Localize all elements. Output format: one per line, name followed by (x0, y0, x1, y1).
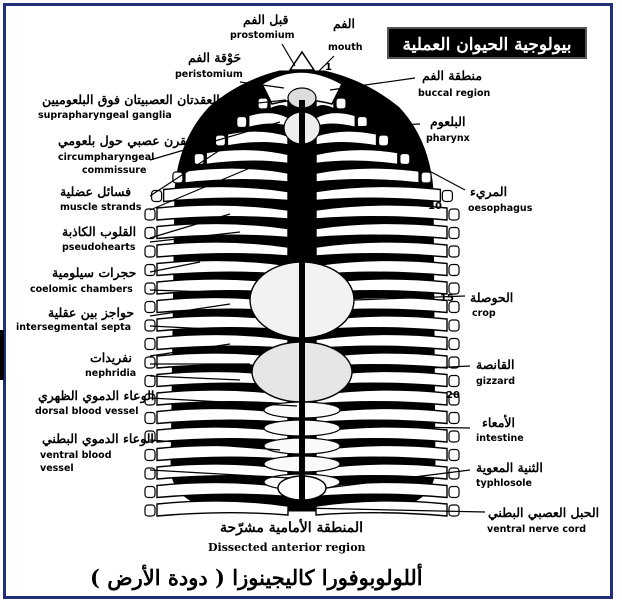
body-wall-segment (145, 357, 155, 368)
body-wall-segment (449, 246, 459, 257)
label-pharynx-en: pharynx (426, 133, 470, 144)
body-wall-segment (194, 154, 204, 165)
body-wall-segment (379, 135, 389, 146)
label-nephridia-ar: نفريدات (90, 350, 132, 365)
body-wall-segment (145, 302, 155, 313)
body-wall-segment (145, 246, 155, 257)
segment-number-15: 15 (440, 293, 454, 304)
label-dorsal-ar: الوعاء الدموي الظهري (38, 388, 154, 403)
label-circum-en1: circumpharyngeal (58, 152, 154, 163)
label-buccal-en: buccal region (418, 88, 490, 99)
label-supra-en: suprapharyngeal ganglia (38, 110, 172, 121)
label-nerve-ar: الحبل العصبي البطني (488, 505, 599, 520)
label-peristomium-en: peristomium (175, 69, 243, 80)
segment-number-1: 1 (325, 62, 332, 73)
label-pharynx-ar: البلعوم (430, 114, 465, 129)
body-wall-segment (449, 228, 459, 239)
body-wall-segment (449, 265, 459, 276)
label-coelomic-en: coelomic chambers (30, 284, 133, 295)
body-wall-segment (442, 191, 452, 202)
body-wall-segment (145, 413, 155, 424)
body-wall-segment (145, 209, 155, 220)
body-wall-segment (145, 376, 155, 387)
label-supra-ar: العقدتان العصبيتان فوق البلعوميين (42, 92, 220, 107)
body-wall-segment (258, 98, 268, 109)
label-septa-ar: حواجز بين عقلية (48, 305, 134, 320)
label-mouth-ar: الفم (333, 16, 355, 31)
segment-number-10: 10 (428, 201, 442, 212)
label-coelomic-ar: حجرات سيلومية (52, 265, 136, 280)
label-ventral-ar: الوعاء الدموي البطني (42, 431, 154, 446)
label-intestine-en: intestine (476, 433, 524, 444)
body-wall-segment (237, 117, 247, 128)
caption-arabic: المنطقة الأمامية مشرّحة (220, 520, 363, 536)
label-pseudo-en: pseudohearts (62, 242, 136, 253)
caption-english: Dissected anterior region (208, 541, 366, 554)
label-circum-en2: commissure (82, 165, 146, 176)
label-oeso-en: oesophagus (468, 203, 532, 214)
segment-number-5: 5 (389, 122, 396, 133)
label-nerve-en: ventral nerve cord (487, 524, 586, 535)
body-wall-segment (449, 339, 459, 350)
label-buccal-ar: منطقة الفم (422, 68, 482, 83)
label-gizzard-en: gizzard (476, 376, 515, 387)
label-crop-ar: الحوصلة (470, 290, 513, 305)
label-peristomium-ar: حَوْقة الفم (188, 50, 241, 65)
body-wall-segment (145, 450, 155, 461)
label-intestine-ar: الأمعاء (482, 415, 515, 430)
label-muscle-en: muscle strands (60, 202, 141, 213)
leader-line (282, 44, 295, 66)
label-prostomium-en: prostomium (230, 30, 295, 41)
body-wall-segment (336, 98, 346, 109)
caption-species-name: أللولوبوفورا كاليجينوزا ( دودة الأرض ) (90, 565, 423, 590)
label-typhlo-en: typhlosole (476, 478, 532, 489)
segment-number-20: 20 (446, 390, 460, 401)
body-wall-segment (145, 339, 155, 350)
body-wall-segment (449, 209, 459, 220)
label-ventral-en1: ventral blood (40, 450, 112, 461)
body-wall-segment (145, 265, 155, 276)
body-wall-segment (449, 450, 459, 461)
body-wall-segment (400, 154, 410, 165)
label-pseudo-ar: القلوب الكاذبة (62, 224, 136, 239)
label-dorsal-en: dorsal blood vessel (35, 406, 139, 417)
prostomium-lobe (290, 52, 314, 70)
label-circum-ar: مقرن عصبي حول بلعومي (58, 133, 193, 148)
label-mouth-en: mouth (328, 42, 363, 53)
body-wall-segment (145, 320, 155, 331)
label-gizzard-ar: القانصة (476, 357, 514, 372)
dorsal-blood-vessel (299, 100, 305, 505)
page-title: بيولوجية الحيوان العملية (387, 27, 587, 59)
body-wall-segment (449, 431, 459, 442)
body-wall-segment (449, 376, 459, 387)
body-wall-segment (449, 468, 459, 479)
label-ventral-en2: vessel (40, 463, 74, 474)
label-oeso-ar: المريء (470, 184, 507, 199)
body-wall-segment (145, 505, 155, 516)
label-prostomium-ar: قبل الفم (243, 12, 289, 27)
body-wall-segment (449, 487, 459, 498)
body-wall-segment (449, 320, 459, 331)
body-wall-segment (145, 487, 155, 498)
body-wall-segment (449, 413, 459, 424)
label-typhlo-ar: الثنية المعوية (476, 460, 543, 475)
body-wall-segment (145, 283, 155, 294)
body-wall-segment (449, 505, 459, 516)
label-nephridia-en: nephridia (85, 368, 136, 379)
body-wall-segment (421, 172, 431, 183)
label-crop-en: crop (472, 308, 496, 319)
label-muscle-ar: فسائل عضلية (60, 184, 131, 199)
coelomic-chamber-left (157, 501, 288, 516)
label-septa-en: intersegmental septa (16, 322, 131, 333)
